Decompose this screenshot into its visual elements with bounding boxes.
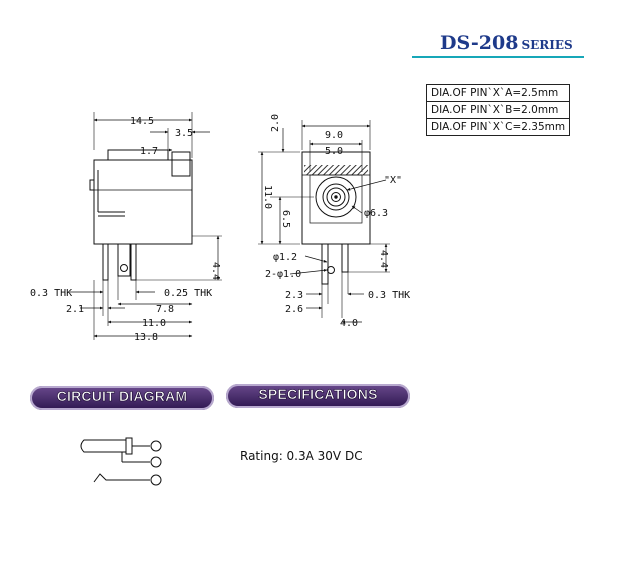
front-hatched-band [304, 165, 368, 175]
front-pin-left [321, 243, 329, 285]
front-pin-right [341, 243, 349, 273]
dim-3-5: 3.5 [175, 128, 193, 139]
dim-2-3: 2.3 [285, 290, 303, 301]
dim-11-0: 11.0 [142, 318, 166, 329]
dia-2x1-0: 2-φ1.0 [265, 269, 301, 280]
dim-4-4: 4.4 [378, 250, 389, 268]
dim-0-25-thk: 0.25 THK [164, 288, 212, 299]
plug-symbol [80, 439, 127, 453]
side-body-outline [93, 149, 193, 245]
dim-6-5: 6.5 [280, 210, 291, 228]
terminal-1 [150, 440, 162, 452]
title-underline [412, 56, 584, 58]
jack-hole [315, 176, 357, 218]
front-view-dimensions: 2.0 9.0 5.0 11.0 6.5 "X" φ6.3 φ1.2 2-φ1.… [262, 114, 410, 329]
dim-9-0: 9.0 [325, 130, 343, 141]
terminal-2 [150, 456, 162, 468]
dim-5-0: 5.0 [325, 146, 343, 157]
side-pin-middle [117, 243, 131, 277]
side-view [70, 112, 222, 340]
dim-1-7: 1.7 [140, 146, 158, 157]
dim-0-3-thk: 0.3 THK [30, 288, 72, 299]
circuit-diagram-label: CIRCUIT DIAGRAM [56, 388, 188, 405]
terminal-3 [150, 474, 162, 486]
table-row: DIA.OF PIN`X`B=2.0mm [425, 101, 571, 119]
specifications-label: SPECIFICATIONS [258, 386, 378, 403]
front-body-outline [301, 151, 371, 245]
side-top-tab [171, 151, 191, 177]
dim-13-8: 13.8 [134, 332, 158, 343]
pin-diameter-table: DIA.OF PIN`X`A=2.5mm DIA.OF PIN`X`B=2.0m… [425, 84, 571, 136]
circuit-diagram-header: CIRCUIT DIAGRAM [30, 386, 214, 410]
specifications-header: SPECIFICATIONS [226, 384, 410, 408]
rating-text: Rating: 0.3A 30V DC [240, 449, 363, 463]
label-x: "X" [384, 175, 402, 186]
side-view-dimensions: 14.5 3.5 1.7 4.4 0.3 THK 0.25 THK 2.1 7.… [30, 116, 221, 343]
dim-2-1: 2.1 [66, 304, 84, 315]
dim-0-3-thk: 0.3 THK [368, 290, 410, 301]
front-view [258, 120, 390, 324]
side-pin-right [130, 243, 137, 281]
dim-11-0: 11.0 [262, 185, 273, 209]
circuit-symbol [80, 437, 162, 486]
dim-7-8: 7.8 [156, 304, 174, 315]
dim-2-6: 2.6 [285, 304, 303, 315]
series-word: SERIES [521, 38, 573, 52]
model-number: DS-208 [440, 32, 519, 54]
dim-4-4: 4.4 [210, 262, 221, 280]
pin-c-cell: DIA.OF PIN`X`C=2.35mm [425, 118, 571, 136]
dia-1-2: φ1.2 [273, 252, 297, 263]
side-pin-left [102, 243, 109, 281]
dim-4-0: 4.0 [340, 318, 358, 329]
dim-2-0: 2.0 [270, 114, 281, 132]
pin-b-cell: DIA.OF PIN`X`B=2.0mm [425, 101, 571, 119]
dim-14-5: 14.5 [130, 116, 154, 127]
table-row: DIA.OF PIN`X`C=2.35mm [425, 118, 571, 136]
dia-6-3: φ6.3 [364, 208, 388, 219]
